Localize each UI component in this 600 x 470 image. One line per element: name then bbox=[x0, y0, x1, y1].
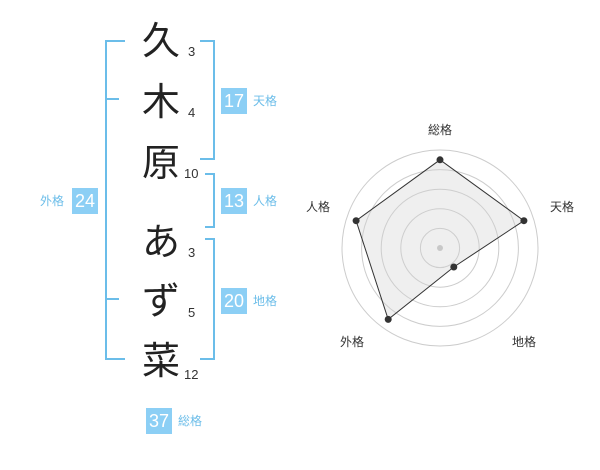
gaikaku-bracket-top bbox=[105, 40, 125, 42]
stroke-count-5: 5 bbox=[188, 305, 196, 320]
chikaku-bracket-vertical bbox=[213, 238, 215, 360]
jinkaku-value: 13 bbox=[221, 188, 247, 214]
jinkaku-bracket-top bbox=[205, 173, 215, 175]
stroke-count-3: 10 bbox=[184, 166, 199, 181]
soukaku-label: 総格 bbox=[178, 414, 203, 428]
tenkaku-bracket-top bbox=[200, 40, 215, 42]
radar-ring bbox=[380, 188, 500, 308]
name-char-2: 木 bbox=[141, 80, 180, 124]
gaikaku-bracket-vertical bbox=[105, 40, 107, 360]
radar-axis-label-tenkaku: 天格 bbox=[550, 199, 574, 214]
radar-axis-label-chikaku: 地格 bbox=[512, 334, 536, 349]
radar-points bbox=[352, 156, 528, 323]
jinkaku-bracket-vertical bbox=[213, 173, 215, 228]
stroke-count-6: 12 bbox=[184, 367, 199, 382]
radar-point-3 bbox=[384, 315, 392, 323]
tenkaku-value: 17 bbox=[221, 88, 247, 114]
radar-ring bbox=[341, 149, 539, 347]
name-char-3: 原 bbox=[141, 141, 180, 185]
radar-point-0 bbox=[436, 156, 444, 164]
gaikaku-value: 24 bbox=[72, 188, 98, 214]
name-char-6: 菜 bbox=[141, 339, 180, 383]
chikaku-bracket-top bbox=[205, 238, 215, 240]
soukaku-value: 37 bbox=[146, 408, 172, 434]
stroke-count-1: 3 bbox=[188, 44, 196, 59]
tenkaku-bracket-vertical bbox=[213, 40, 215, 160]
chikaku-label: 地格 bbox=[253, 294, 278, 308]
gaikaku-label: 外格 bbox=[40, 194, 65, 208]
radar-point-2 bbox=[450, 263, 458, 271]
stroke-count-2: 4 bbox=[188, 105, 196, 120]
name-char-4: あ bbox=[141, 220, 180, 264]
radar-axis-label-soukaku: 総格 bbox=[428, 122, 452, 137]
gaikaku-bracket-bottom bbox=[105, 358, 125, 360]
gaikaku-tick-1 bbox=[105, 98, 119, 100]
tenkaku-label: 天格 bbox=[253, 94, 278, 108]
name-char-1: 久 bbox=[141, 19, 180, 63]
radar-axis-label-gaikaku: 外格 bbox=[340, 334, 364, 349]
radar-polygon bbox=[355, 159, 525, 321]
gaikaku-tick-2 bbox=[105, 298, 119, 300]
radar-point-1 bbox=[520, 217, 528, 225]
radar-ring bbox=[361, 169, 519, 327]
jinkaku-label: 人格 bbox=[253, 194, 278, 208]
radar-ring bbox=[400, 208, 480, 288]
chikaku-value: 20 bbox=[221, 288, 247, 314]
stroke-count-4: 3 bbox=[188, 245, 196, 260]
chikaku-bracket-bottom bbox=[200, 358, 215, 360]
radar-point-4 bbox=[352, 217, 360, 225]
jinkaku-bracket-bottom bbox=[205, 226, 215, 228]
radar-ring bbox=[419, 227, 461, 269]
radar-center bbox=[437, 245, 443, 251]
radar-axis-label-jinkaku: 人格 bbox=[306, 199, 330, 214]
radar-rings bbox=[341, 149, 539, 347]
name-char-5: ず bbox=[141, 279, 180, 323]
tenkaku-bracket-bottom bbox=[200, 158, 215, 160]
